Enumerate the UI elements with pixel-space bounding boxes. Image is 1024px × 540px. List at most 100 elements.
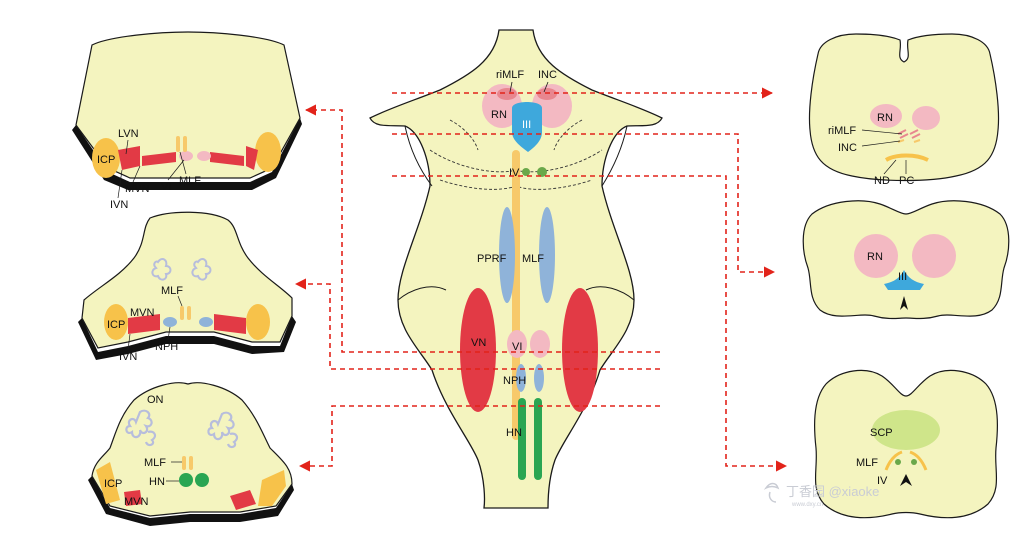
label-rn: RN (491, 109, 507, 121)
iii-shape (884, 270, 924, 290)
section-left-bot: ON MLF HN ICP MVN (88, 382, 294, 526)
label-on: ON (147, 394, 164, 406)
label-mlf: MLF (144, 457, 166, 469)
squiggle-right (191, 258, 212, 281)
label-vi: VI (512, 341, 522, 353)
section-outline (91, 382, 293, 517)
label-inc: INC (838, 142, 857, 154)
lvn-shape (118, 146, 140, 170)
label-mvn: MVN (125, 183, 150, 195)
leader-rimlf (509, 81, 513, 93)
nph-blob-right (199, 317, 213, 327)
label-nd: ND (874, 175, 890, 187)
nph-left (516, 364, 526, 392)
mvn-shape-right (230, 490, 256, 510)
rimlf-stripes (897, 129, 921, 139)
oculomotor-nucleus (512, 102, 542, 152)
aqueduct (900, 296, 908, 310)
on-squiggle-right (207, 411, 239, 449)
label-iii: III (522, 119, 531, 131)
hn-blob-right (195, 473, 209, 487)
label-mlf: MLF (856, 457, 878, 469)
mvn-shape (142, 152, 176, 166)
mvn-shape (124, 490, 142, 506)
label-scp: SCP (870, 427, 893, 439)
label-pc: PC (899, 175, 914, 187)
label-vn: VN (471, 337, 486, 349)
leader-inc (543, 81, 549, 93)
mlf-bar (180, 306, 184, 320)
section-outline (808, 33, 1000, 182)
label-ivn: IVN (119, 351, 137, 363)
trochlear-nucleus-left (522, 168, 530, 176)
watermark: 丁香园 @xiaoke www.dxy.cn (763, 482, 879, 508)
hn-right (534, 398, 542, 480)
section-right-mid: RN III (802, 200, 1010, 320)
mvn-shape (128, 314, 160, 334)
section-outline (81, 211, 293, 349)
label-inc: INC (538, 69, 557, 81)
watermark-logo-icon (763, 482, 780, 503)
label-pprf: PPRF (477, 253, 507, 265)
connector-left-bot (298, 405, 660, 472)
aqueduct (900, 474, 912, 486)
mlf-bar-right (183, 136, 187, 152)
vi-left (507, 330, 527, 358)
connector-right-mid (392, 133, 776, 278)
icp-blob (92, 138, 120, 178)
label-mvn: MVN (130, 307, 155, 319)
label-icp: ICP (97, 154, 115, 166)
icp-blob-right (255, 132, 281, 172)
hn-left (518, 398, 526, 480)
leader-mlf (179, 151, 187, 175)
watermark-subtext: www.dxy.cn (791, 502, 823, 508)
rn-blob-right (912, 234, 956, 278)
section-connectors (294, 87, 788, 472)
rn-blob (854, 234, 898, 278)
connector-left-top (304, 104, 660, 353)
watermark-text: 丁香园 @xiaoke (786, 484, 879, 499)
lobe-line (397, 125, 635, 301)
label-rn: RN (877, 112, 893, 124)
nph-blob (163, 317, 177, 327)
lvn-shape-right (246, 146, 258, 170)
mlf-bar (182, 456, 186, 470)
label-rimlf: riMLF (828, 125, 856, 137)
vn-right (562, 288, 598, 412)
rimlf-left (497, 88, 517, 100)
label-icp: ICP (107, 319, 125, 331)
squiggle-left (151, 258, 172, 281)
label-rn: RN (867, 251, 883, 263)
section-right-bot: SCP MLF IV (813, 369, 999, 519)
label-mlf: MLF (179, 175, 201, 187)
vn-left (460, 288, 496, 412)
label-nph: NPH (503, 375, 526, 387)
mlf-arc (884, 450, 928, 471)
section-left-mid: MLF MVN ICP IVN NPH (78, 211, 296, 363)
leader-ivn (127, 333, 131, 351)
label-mlf: MLF (522, 253, 544, 265)
section-outline (802, 200, 1010, 320)
leader-lvn (125, 139, 129, 155)
icp-blob-right (246, 304, 270, 340)
rn-blob-right (912, 106, 940, 130)
hn-blob (179, 473, 193, 487)
label-icp: ICP (104, 478, 122, 490)
pprf-left (499, 207, 515, 303)
vi-right (530, 330, 550, 358)
label-hn: HN (149, 476, 165, 488)
leader-nd (883, 159, 897, 175)
section-shadow (88, 476, 294, 526)
leader-inc (861, 140, 901, 147)
pprf-right (539, 207, 555, 303)
mvn-shape-right (210, 152, 244, 166)
label-mlf: MLF (161, 285, 183, 297)
label-hn: HN (506, 427, 522, 439)
nph-right (534, 364, 544, 392)
mlf-bar-right (187, 306, 191, 320)
inc-stripes (897, 139, 921, 143)
section-right-top: RN riMLF INC ND PC (808, 33, 1000, 187)
central-brainstem: riMLF INC RN III IV PPRF MLF VN VI NPH H… (369, 29, 663, 509)
leader-rimlf (861, 129, 903, 135)
